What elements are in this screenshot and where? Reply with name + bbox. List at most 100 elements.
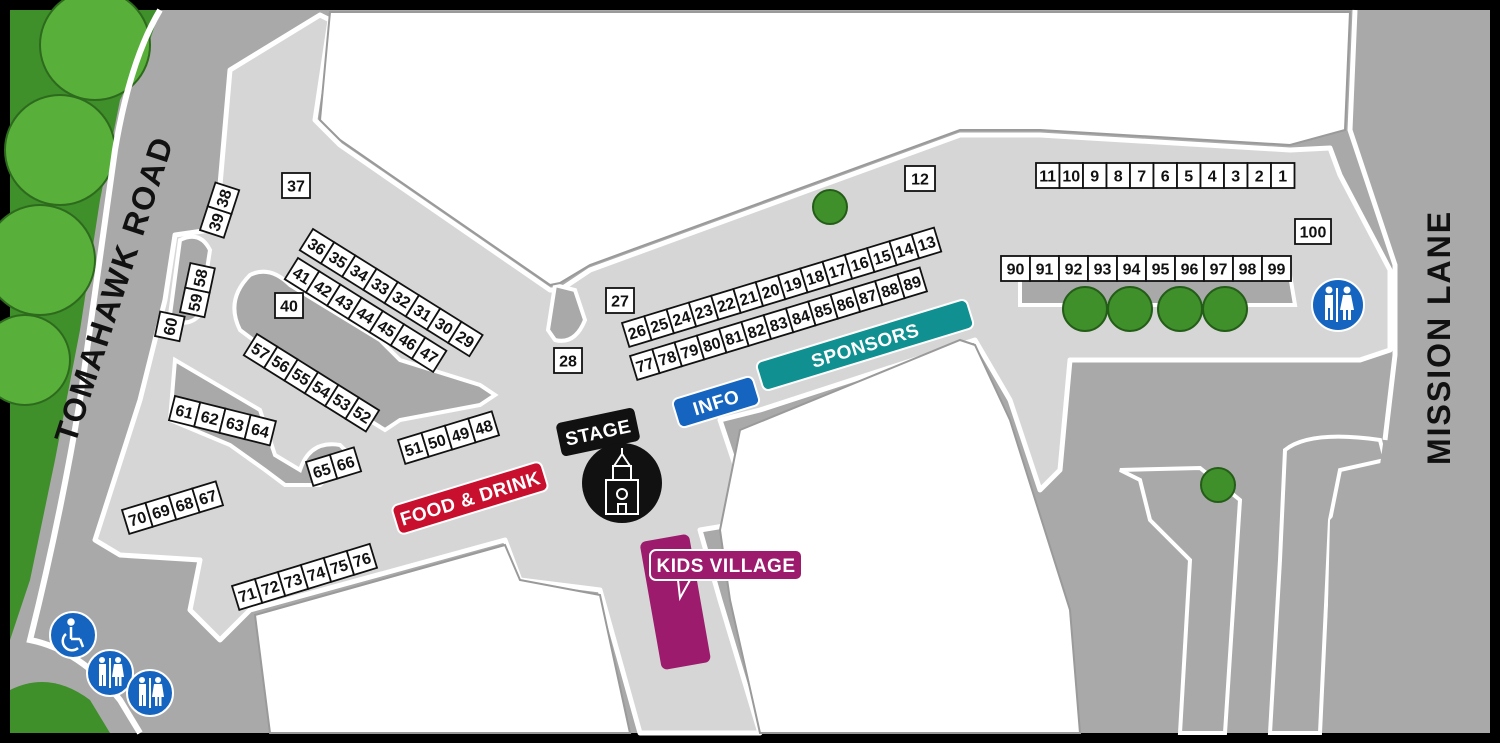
booth-16[interactable]: 16 bbox=[843, 246, 876, 280]
booth-87[interactable]: 87 bbox=[851, 279, 884, 313]
booth-25[interactable]: 25 bbox=[643, 308, 675, 342]
booth-number: 86 bbox=[835, 294, 857, 315]
booth-number: 69 bbox=[150, 502, 172, 523]
booth-65[interactable]: 65 bbox=[304, 453, 339, 488]
booth-93[interactable]: 93 bbox=[1087, 255, 1118, 282]
booth-76[interactable]: 76 bbox=[345, 542, 379, 576]
booth-81[interactable]: 81 bbox=[718, 320, 750, 354]
booth-8[interactable]: 8 bbox=[1105, 162, 1131, 189]
booth-74[interactable]: 74 bbox=[299, 556, 333, 590]
booth-39[interactable]: 39 bbox=[198, 205, 233, 239]
booth-66[interactable]: 66 bbox=[328, 446, 363, 480]
east-road bbox=[1325, 10, 1490, 733]
booth-5[interactable]: 5 bbox=[1176, 162, 1202, 189]
booth-77[interactable]: 77 bbox=[628, 348, 661, 382]
accessible-west[interactable] bbox=[49, 611, 97, 659]
booth-4[interactable]: 4 bbox=[1199, 162, 1225, 189]
booth-80[interactable]: 80 bbox=[695, 327, 728, 361]
west-tree-clumps bbox=[0, 0, 151, 406]
booth-48[interactable]: 48 bbox=[467, 410, 501, 444]
booth-47[interactable]: 47 bbox=[410, 336, 448, 374]
booth-79[interactable]: 79 bbox=[673, 334, 706, 368]
booth-12[interactable]: 12 bbox=[904, 165, 936, 192]
booth-61[interactable]: 61 bbox=[167, 394, 202, 428]
booth-38[interactable]: 38 bbox=[206, 181, 241, 216]
booth-75[interactable]: 75 bbox=[322, 549, 356, 583]
booth-number: 37 bbox=[287, 179, 305, 196]
booth-35[interactable]: 35 bbox=[319, 241, 357, 278]
booth-box bbox=[344, 396, 381, 433]
booth-92[interactable]: 92 bbox=[1058, 255, 1089, 282]
booth-10[interactable]: 10 bbox=[1058, 162, 1084, 189]
booth-19[interactable]: 19 bbox=[776, 267, 809, 301]
booth-78[interactable]: 78 bbox=[651, 341, 683, 375]
booth-94[interactable]: 94 bbox=[1116, 255, 1147, 282]
booth-59[interactable]: 59 bbox=[178, 286, 211, 319]
booth-100[interactable]: 100 bbox=[1294, 218, 1332, 245]
booth-3[interactable]: 3 bbox=[1223, 162, 1249, 189]
booth-number: 19 bbox=[782, 275, 804, 296]
booth-13[interactable]: 13 bbox=[910, 226, 943, 260]
info-label[interactable]: INFO bbox=[671, 375, 761, 429]
booth-number: 100 bbox=[1300, 225, 1327, 242]
restroom-east[interactable] bbox=[1311, 278, 1365, 332]
kids-village-label[interactable]: KIDS VILLAGE bbox=[649, 549, 803, 602]
booth-9[interactable]: 9 bbox=[1082, 162, 1108, 189]
booth-number: 66 bbox=[335, 454, 357, 475]
booth-50[interactable]: 50 bbox=[420, 424, 454, 458]
booth-85[interactable]: 85 bbox=[807, 293, 839, 327]
booth-51[interactable]: 51 bbox=[396, 431, 430, 466]
booth-49[interactable]: 49 bbox=[443, 417, 477, 451]
sw-greenery bbox=[10, 682, 110, 733]
booth-number: 54 bbox=[309, 378, 333, 402]
booth-17[interactable]: 17 bbox=[821, 253, 854, 287]
booth-6[interactable]: 6 bbox=[1152, 162, 1178, 189]
booth-98[interactable]: 98 bbox=[1232, 255, 1263, 282]
booth-number: 60 bbox=[161, 316, 181, 337]
booth-88[interactable]: 88 bbox=[873, 273, 906, 307]
booth-37[interactable]: 37 bbox=[281, 172, 311, 199]
booth-67[interactable]: 67 bbox=[191, 480, 225, 514]
booth-96[interactable]: 96 bbox=[1174, 255, 1205, 282]
booth-52[interactable]: 52 bbox=[344, 396, 381, 433]
booth-11[interactable]: 11 bbox=[1035, 162, 1061, 189]
booth-62[interactable]: 62 bbox=[193, 401, 227, 434]
booth-24[interactable]: 24 bbox=[665, 301, 698, 335]
restroom-west-1[interactable] bbox=[86, 649, 134, 697]
booth-70[interactable]: 70 bbox=[120, 501, 154, 536]
booth-91[interactable]: 91 bbox=[1029, 255, 1060, 282]
booth-21[interactable]: 21 bbox=[732, 281, 765, 314]
booth-68[interactable]: 68 bbox=[167, 487, 201, 521]
booth-number: 14 bbox=[894, 240, 916, 261]
booth-2[interactable]: 2 bbox=[1246, 162, 1272, 189]
booth-86[interactable]: 86 bbox=[829, 286, 862, 320]
booth-26[interactable]: 26 bbox=[620, 315, 653, 349]
booth-29[interactable]: 29 bbox=[446, 320, 484, 358]
booth-14[interactable]: 14 bbox=[888, 233, 921, 267]
booth-28[interactable]: 28 bbox=[553, 347, 583, 374]
booth-number: 95 bbox=[1152, 262, 1170, 279]
booth-97[interactable]: 97 bbox=[1203, 255, 1234, 282]
booth-99[interactable]: 99 bbox=[1261, 255, 1292, 282]
stage-clocktower-icon[interactable] bbox=[582, 443, 662, 523]
booth-64[interactable]: 64 bbox=[243, 413, 278, 447]
booth-90[interactable]: 90 bbox=[1000, 255, 1031, 282]
booth-27[interactable]: 27 bbox=[605, 287, 635, 314]
booth-58[interactable]: 58 bbox=[184, 262, 216, 294]
booth-18[interactable]: 18 bbox=[799, 260, 831, 294]
booth-20[interactable]: 20 bbox=[754, 274, 787, 308]
booth-89[interactable]: 89 bbox=[896, 266, 929, 300]
booth-40[interactable]: 40 bbox=[274, 292, 304, 319]
booth-73[interactable]: 73 bbox=[276, 563, 310, 597]
booth-number: 85 bbox=[812, 301, 834, 322]
booth-7[interactable]: 7 bbox=[1129, 162, 1155, 189]
booth-15[interactable]: 15 bbox=[865, 240, 898, 274]
booth-95[interactable]: 95 bbox=[1145, 255, 1176, 282]
booth-1[interactable]: 1 bbox=[1270, 162, 1296, 189]
booth-60[interactable]: 60 bbox=[153, 310, 186, 343]
booth-box bbox=[328, 446, 363, 480]
restroom-west-2[interactable] bbox=[126, 669, 174, 717]
